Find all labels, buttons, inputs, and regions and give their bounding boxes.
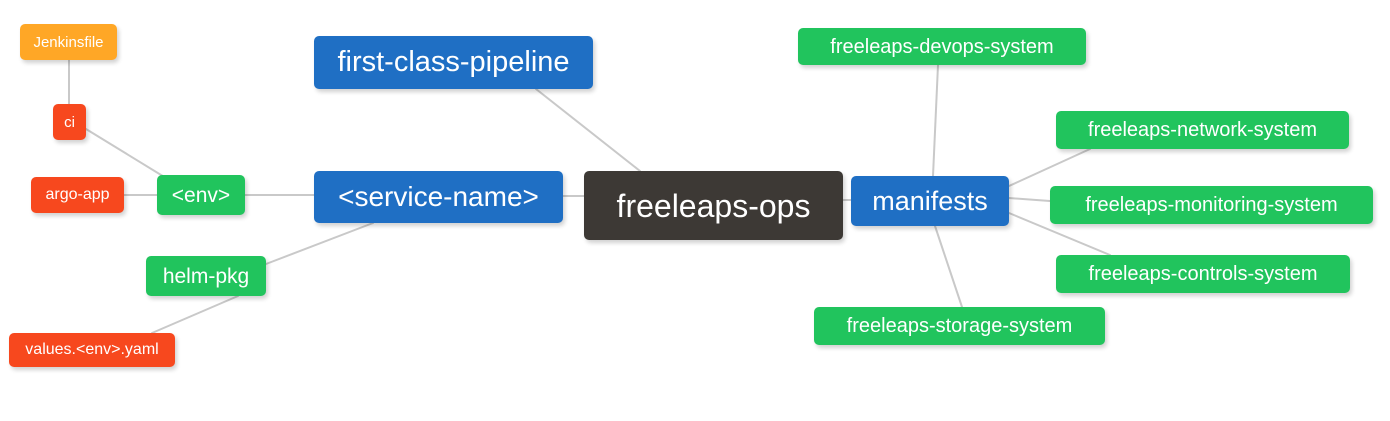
edge-manifests-devops bbox=[932, 64, 939, 177]
node-freeleaps-devops-system[interactable]: freeleaps-devops-system bbox=[798, 28, 1086, 65]
node-label-jenkinsfile: Jenkinsfile bbox=[33, 33, 104, 51]
edge-pipeline-root bbox=[535, 88, 641, 172]
node-label-freeleaps-ops: freeleaps-ops bbox=[616, 187, 811, 224]
node-freeleaps-ops[interactable]: freeleaps-ops bbox=[584, 171, 843, 240]
node-label-ci: ci bbox=[64, 113, 75, 131]
edge-valuesyaml-helmpkg bbox=[151, 295, 239, 334]
node-label-manifests: manifests bbox=[872, 185, 988, 216]
edge-manifests-network bbox=[1008, 148, 1091, 187]
node-label-values-yaml: values.<env>.yaml bbox=[25, 341, 159, 358]
edge-helmpkg-servicename bbox=[265, 222, 374, 265]
edge-manifests-storage bbox=[934, 225, 963, 308]
node-label-argo-app: argo-app bbox=[45, 186, 110, 203]
node-manifests[interactable]: manifests bbox=[851, 176, 1009, 226]
node-jenkinsfile[interactable]: Jenkinsfile bbox=[20, 24, 117, 60]
node-label-freeleaps-controls-system: freeleaps-controls-system bbox=[1088, 263, 1318, 285]
node-freeleaps-storage-system[interactable]: freeleaps-storage-system bbox=[814, 307, 1105, 345]
node-values-yaml[interactable]: values.<env>.yaml bbox=[9, 333, 175, 367]
node-label-freeleaps-storage-system: freeleaps-storage-system bbox=[846, 315, 1073, 337]
node-env[interactable]: <env> bbox=[157, 175, 245, 215]
node-label-freeleaps-monitoring-system: freeleaps-monitoring-system bbox=[1085, 194, 1338, 216]
node-freeleaps-controls-system[interactable]: freeleaps-controls-system bbox=[1056, 255, 1350, 293]
node-ci[interactable]: ci bbox=[53, 104, 86, 140]
edge-ci-env bbox=[85, 128, 167, 179]
edge-manifests-monitoring bbox=[1008, 197, 1051, 202]
node-label-freeleaps-devops-system: freeleaps-devops-system bbox=[830, 35, 1054, 58]
node-argo-app[interactable]: argo-app bbox=[31, 177, 124, 213]
node-label-env: <env> bbox=[171, 183, 231, 207]
node-label-service-name: <service-name> bbox=[338, 181, 539, 212]
node-service-name[interactable]: <service-name> bbox=[314, 171, 563, 223]
node-label-first-class-pipeline: first-class-pipeline bbox=[337, 46, 570, 78]
node-first-class-pipeline[interactable]: first-class-pipeline bbox=[314, 36, 593, 89]
node-helm-pkg[interactable]: helm-pkg bbox=[146, 256, 266, 296]
node-freeleaps-monitoring-system[interactable]: freeleaps-monitoring-system bbox=[1050, 186, 1373, 224]
node-label-helm-pkg: helm-pkg bbox=[162, 264, 250, 288]
node-label-freeleaps-network-system: freeleaps-network-system bbox=[1088, 119, 1317, 141]
node-freeleaps-network-system[interactable]: freeleaps-network-system bbox=[1056, 111, 1349, 149]
